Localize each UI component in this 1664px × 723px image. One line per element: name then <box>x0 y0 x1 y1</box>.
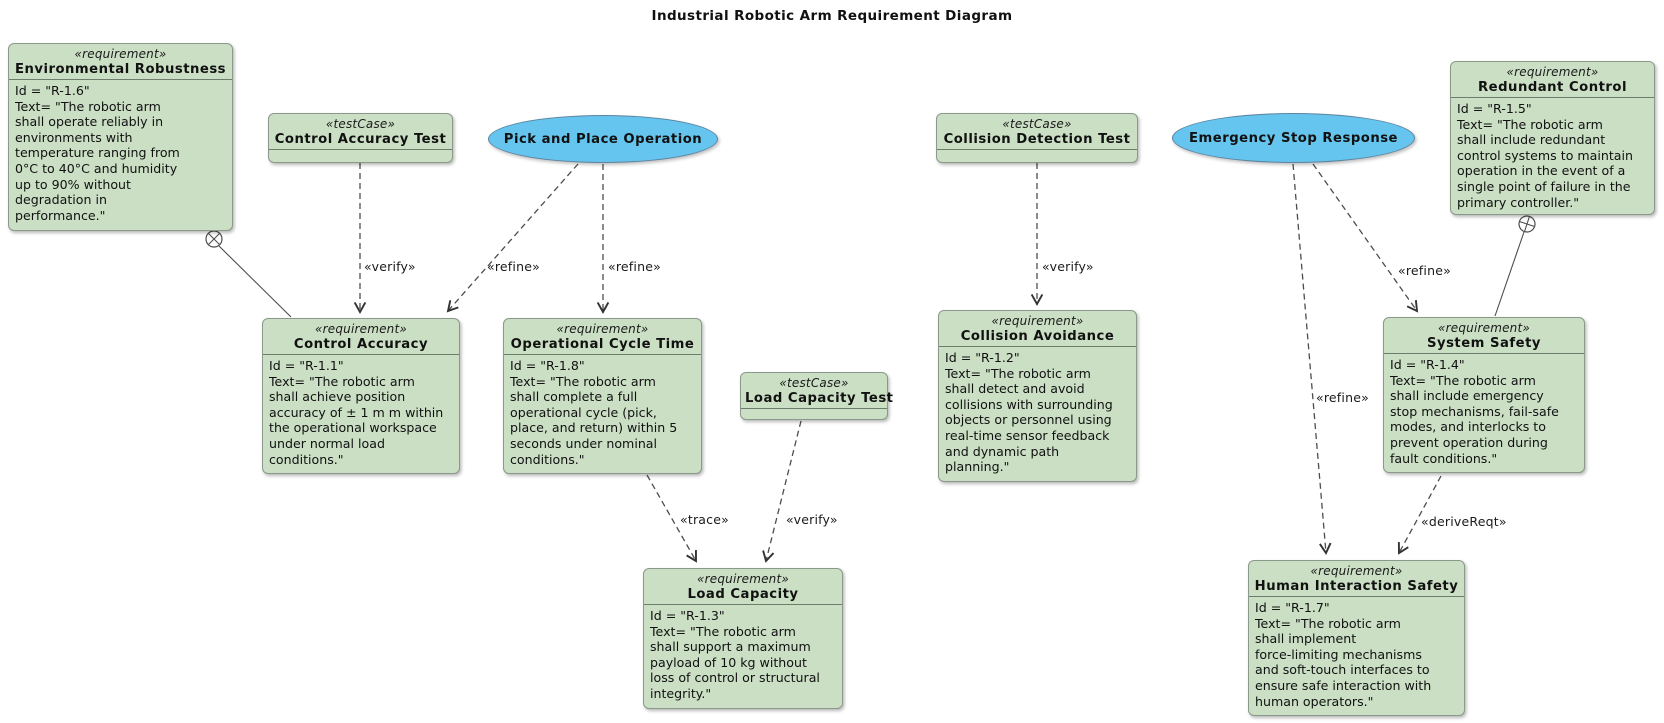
requirement-environmental-robustness[interactable]: «requirement» Environmental Robustness I… <box>8 43 233 231</box>
edge-label-derive-reqt: «deriveReqt» <box>1421 514 1507 529</box>
node-title: Pick and Place Operation <box>503 131 703 147</box>
containment-circle-icon <box>1518 215 1536 233</box>
empty-compartment <box>937 150 1137 198</box>
stereotype-label: «requirement» <box>74 47 167 61</box>
edge-label-verify: «verify» <box>1042 259 1094 274</box>
requirement-human-interaction-safety[interactable]: «requirement» Human Interaction Safety I… <box>1248 560 1465 716</box>
requirement-id: Id = "R-1.7" <box>1255 600 1330 615</box>
node-title: Environmental Robustness <box>14 62 227 77</box>
page-title: Industrial Robotic Arm Requirement Diagr… <box>651 8 1013 24</box>
usecase-emergency-stop-response[interactable]: Emergency Stop Response <box>1172 113 1415 163</box>
requirement-id: Id = "R-1.8" <box>510 358 585 373</box>
node-title: Collision Avoidance <box>960 329 1115 344</box>
node-title: System Safety <box>1426 336 1541 351</box>
stereotype-label: «requirement» <box>991 314 1084 328</box>
stereotype-label: «requirement» <box>556 322 649 336</box>
requirement-text: Text= "The robotic arm shall include red… <box>1457 116 1633 210</box>
edge-derive-reqt <box>1397 475 1442 555</box>
requirement-id: Id = "R-1.1" <box>269 358 344 373</box>
stereotype-label: «requirement» <box>315 322 407 336</box>
edge-label-trace: «trace» <box>680 512 729 527</box>
requirement-control-accuracy[interactable]: «requirement» Control Accuracy Id = "R-1… <box>262 318 460 474</box>
requirement-redundant-control[interactable]: «requirement» Redundant Control Id = "R-… <box>1450 61 1655 215</box>
edge-verify-load-capacity <box>762 420 802 563</box>
edge-refine-control-accuracy <box>446 163 579 313</box>
stereotype-label: «testCase» <box>325 117 396 131</box>
edge-containment-env-robustness <box>218 245 292 318</box>
requirement-load-capacity[interactable]: «requirement» Load Capacity Id = "R-1.3"… <box>643 568 843 709</box>
edge-label-verify: «verify» <box>364 259 416 274</box>
node-title: Control Accuracy Test <box>274 132 447 147</box>
node-title: Operational Cycle Time <box>510 337 695 352</box>
node-title: Redundant Control <box>1478 80 1627 95</box>
requirement-text: Text= "The robotic arm shall detect and … <box>945 365 1113 475</box>
edge-label-refine: «refine» <box>1398 263 1451 278</box>
edge-label-verify: «verify» <box>786 512 838 527</box>
edge-label-refine: «refine» <box>487 259 540 274</box>
edge-label-refine: «refine» <box>1316 390 1369 405</box>
requirement-system-safety[interactable]: «requirement» System Safety Id = "R-1.4"… <box>1383 317 1585 473</box>
edge-refine-system-safety <box>1312 163 1419 313</box>
requirement-text: Text= "The robotic arm shall complete a … <box>510 373 678 467</box>
edge-trace-load-capacity <box>646 474 697 563</box>
node-title: Load Capacity Test <box>745 391 894 406</box>
containment-circle-icon <box>205 230 223 248</box>
node-title: Human Interaction Safety <box>1254 579 1459 594</box>
empty-compartment <box>741 409 887 455</box>
testcase-load-capacity-test[interactable]: «testCase» Load Capacity Test <box>740 372 894 420</box>
requirement-text: Text= "The robotic arm shall implement f… <box>1255 615 1432 709</box>
requirement-id: Id = "R-1.2" <box>945 350 1020 365</box>
stereotype-label: «requirement» <box>1438 321 1530 335</box>
edge-label-refine: «refine» <box>608 259 661 274</box>
requirement-text: Text= "The robotic arm shall achieve pos… <box>269 373 444 467</box>
edge-containment-redundant-control <box>1494 231 1525 317</box>
stereotype-label: «testCase» <box>1002 117 1072 131</box>
requirement-id: Id = "R-1.4" <box>1390 357 1465 372</box>
requirement-operational-cycle-time[interactable]: «requirement» Operational Cycle Time Id … <box>503 318 702 474</box>
node-title: Collision Detection Test <box>943 132 1131 147</box>
stereotype-label: «requirement» <box>697 572 789 586</box>
requirement-id: Id = "R-1.6" <box>15 83 90 98</box>
requirement-text: Text= "The robotic arm shall include eme… <box>1390 372 1559 466</box>
requirement-id: Id = "R-1.3" <box>650 608 725 623</box>
node-title: Emergency Stop Response <box>1189 130 1398 146</box>
testcase-control-accuracy-test[interactable]: «testCase» Control Accuracy Test <box>268 113 453 163</box>
requirement-text: Text= "The robotic arm shall support a m… <box>650 623 820 701</box>
node-title: Load Capacity <box>687 587 799 602</box>
requirement-text: Text= "The robotic arm shall operate rel… <box>15 98 180 223</box>
stereotype-label: «requirement» <box>1506 65 1599 79</box>
testcase-collision-detection-test[interactable]: «testCase» Collision Detection Test <box>936 113 1138 163</box>
empty-compartment <box>269 150 452 198</box>
stereotype-label: «requirement» <box>1310 564 1403 578</box>
edge-refine-human-interaction-safety <box>1292 163 1332 555</box>
node-title: Control Accuracy <box>293 337 429 352</box>
stereotype-label: «testCase» <box>779 376 849 390</box>
requirement-collision-avoidance[interactable]: «requirement» Collision Avoidance Id = "… <box>938 310 1137 482</box>
requirement-id: Id = "R-1.5" <box>1457 101 1532 116</box>
usecase-pick-and-place-operation[interactable]: Pick and Place Operation <box>488 115 718 163</box>
